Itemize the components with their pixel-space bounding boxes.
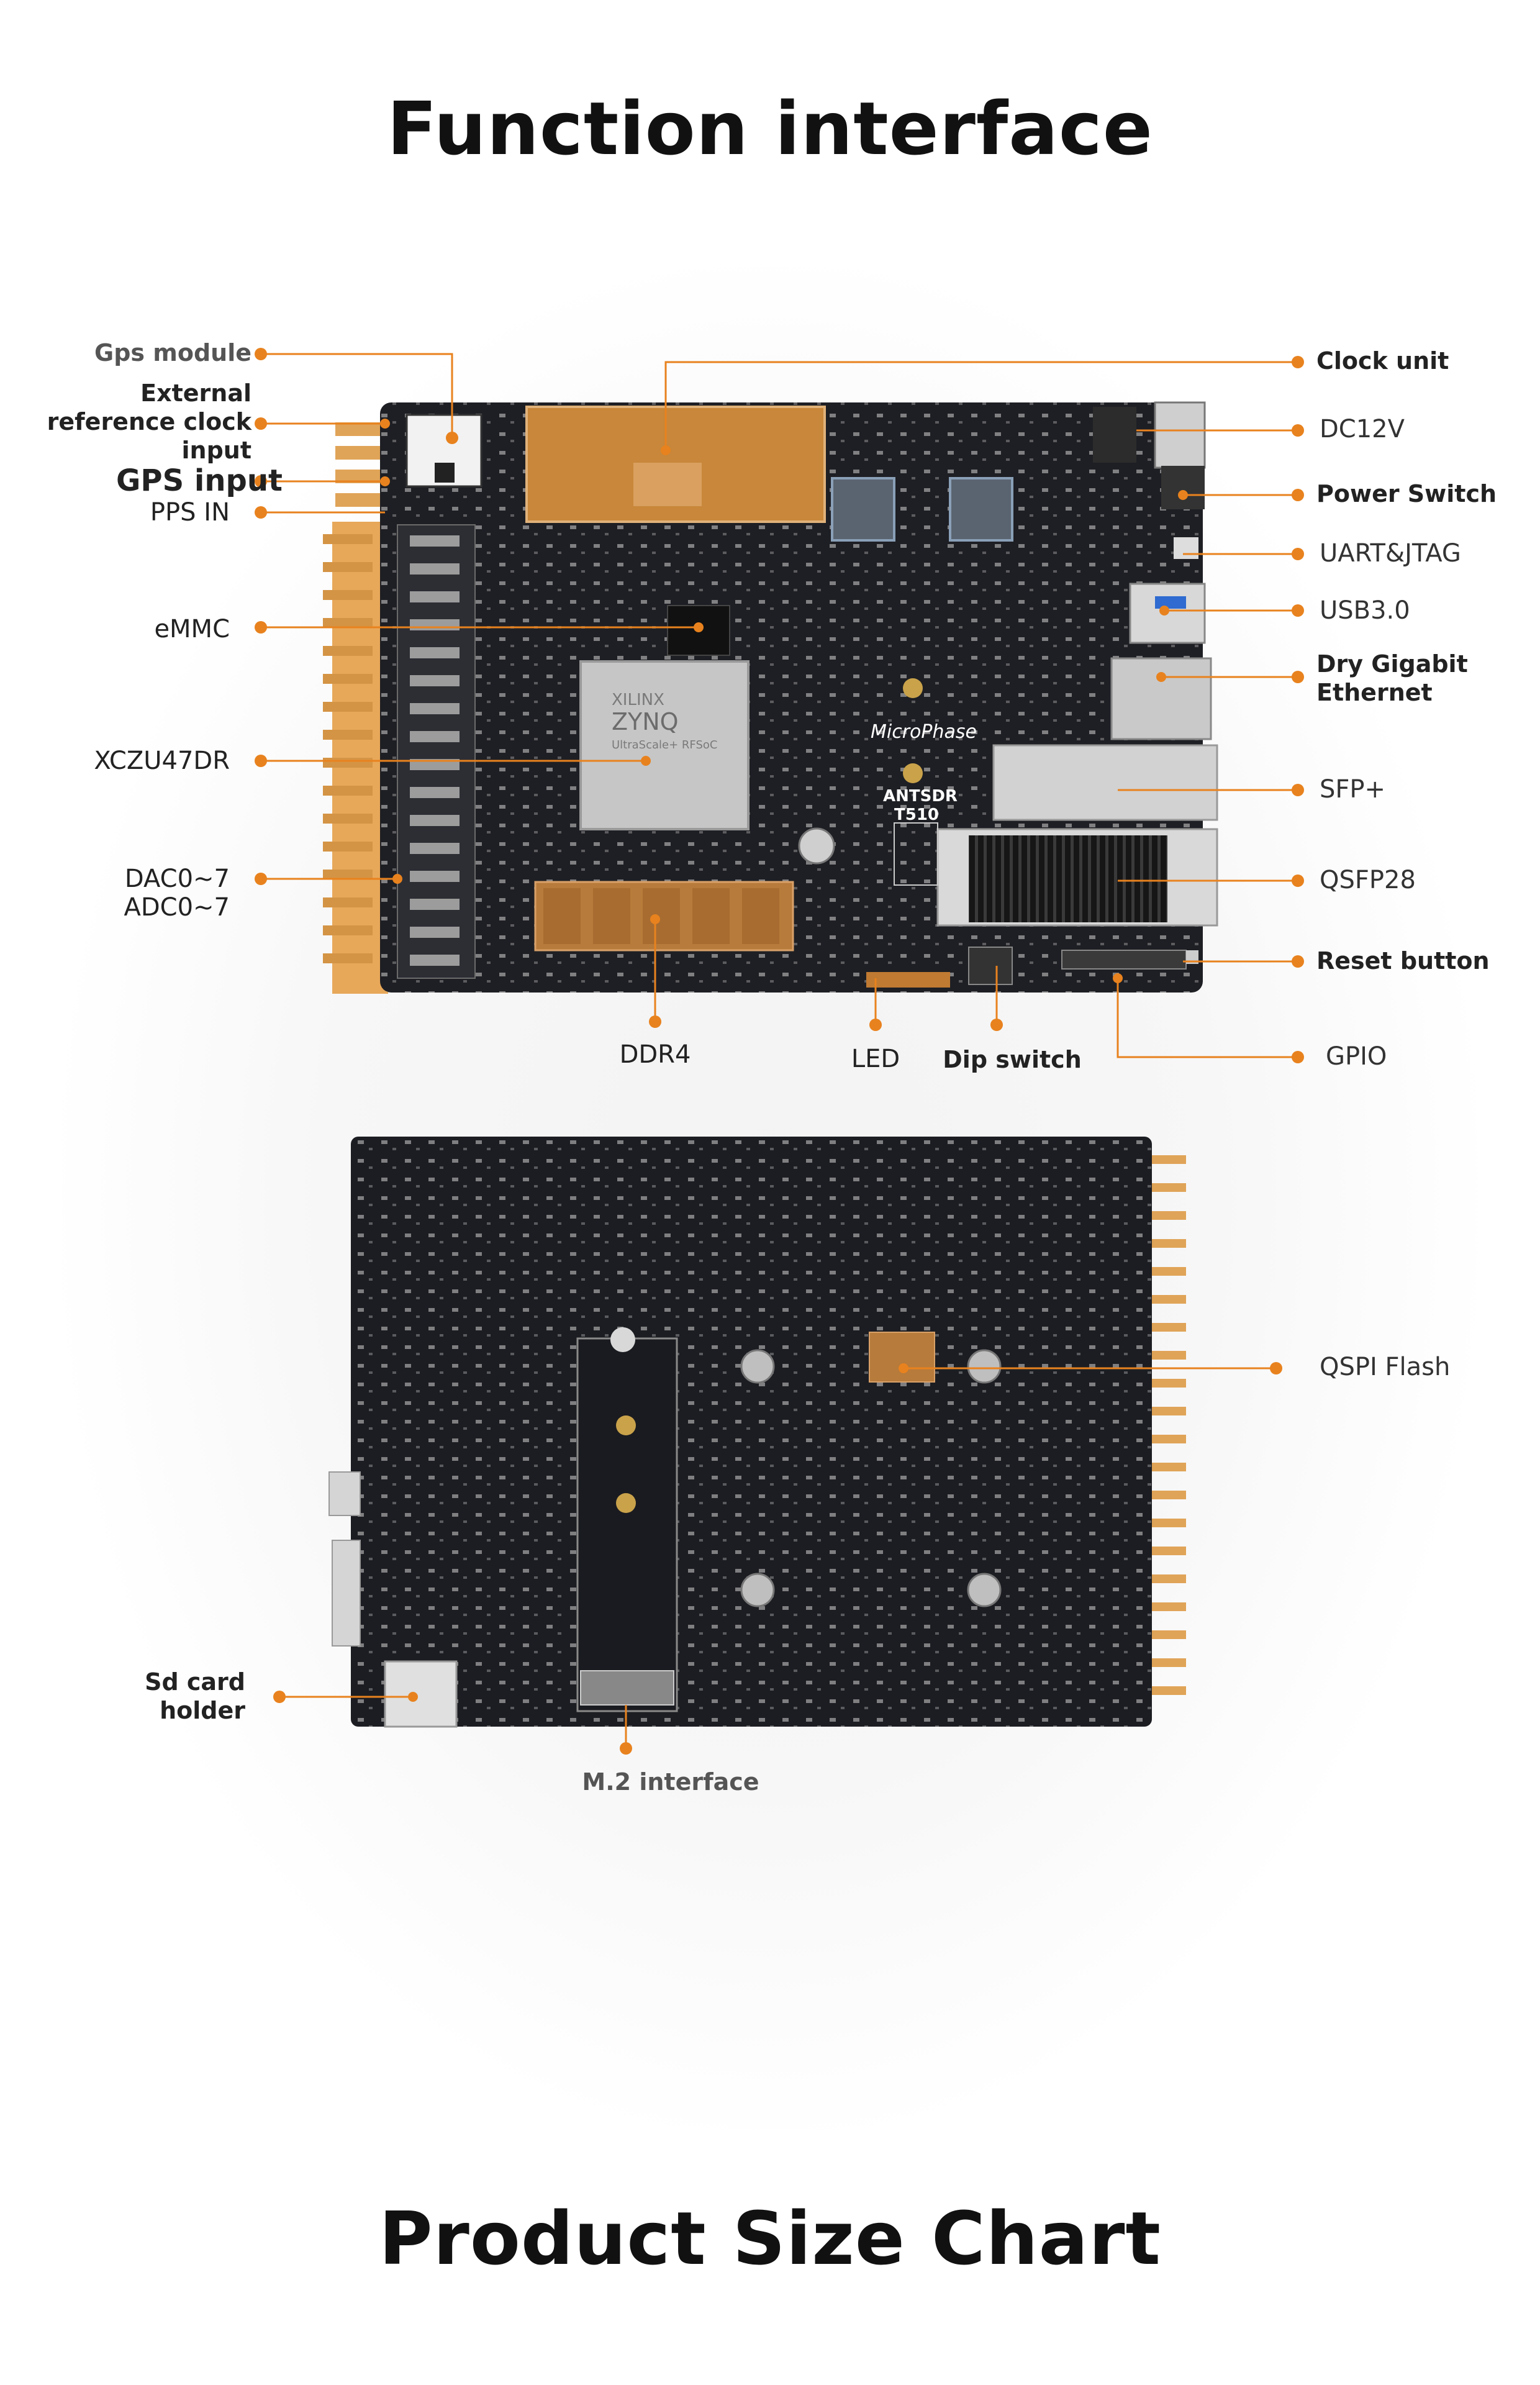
label-clock-unit: Clock unit bbox=[1316, 347, 1449, 375]
model-text: ANTSDR bbox=[883, 787, 958, 806]
fpga-family-text: ZYNQ bbox=[612, 708, 679, 735]
label-dip-switch: Dip switch bbox=[943, 1046, 1082, 1073]
sd-card-holder bbox=[384, 1660, 458, 1728]
m2-connector bbox=[580, 1670, 674, 1706]
label-emmc: eMMC bbox=[154, 615, 230, 643]
page-title: Function interface bbox=[387, 86, 1153, 171]
label-dc12v: DC12V bbox=[1320, 415, 1405, 443]
label-m2-interface: M.2 interface bbox=[582, 1768, 759, 1796]
fpga-vendor-text: XILINX bbox=[612, 691, 664, 709]
qspi-flash-chip bbox=[869, 1332, 935, 1383]
dip-switch bbox=[968, 947, 1013, 985]
ethernet-port bbox=[1110, 657, 1212, 740]
label-uart-jtag: UART&JTAG bbox=[1320, 539, 1461, 568]
label-power-switch: Power Switch bbox=[1316, 480, 1497, 507]
label-reset-button: Reset button bbox=[1316, 947, 1490, 974]
label-sd-card-holder: Sd card holder bbox=[145, 1668, 245, 1724]
label-gps-module: Gps module bbox=[94, 339, 251, 366]
label-led: LED bbox=[851, 1045, 900, 1073]
label-external-reference-clock: External reference clock input bbox=[47, 379, 251, 464]
label-dry-gigabit-ethernet: Dry Gigabit Ethernet bbox=[1316, 650, 1468, 706]
top-board: XILINX ZYNQ UltraScale+ RFSoC MicroPhase… bbox=[323, 401, 1218, 994]
label-usb3: USB3.0 bbox=[1320, 596, 1410, 625]
label-gps-input: GPS input bbox=[116, 463, 283, 498]
label-pps-in: PPS IN bbox=[150, 498, 230, 527]
bottom-board bbox=[328, 1137, 1186, 1728]
label-qspi-flash: QSPI Flash bbox=[1320, 1353, 1451, 1381]
model-sub-text: T510 bbox=[894, 806, 939, 824]
label-sfp-plus: SFP+ bbox=[1320, 775, 1386, 804]
label-ddr4: DDR4 bbox=[619, 1040, 691, 1069]
led-row bbox=[866, 972, 950, 988]
fpga-line-text: UltraScale+ RFSoC bbox=[612, 738, 717, 752]
label-dac-adc: DAC0~7 ADC0~7 bbox=[124, 865, 230, 922]
callout-dots bbox=[255, 348, 1304, 1755]
fpga-chip bbox=[579, 660, 750, 830]
callout-lines bbox=[261, 353, 1298, 1748]
sma-top-left bbox=[335, 422, 385, 507]
sma-connectors bbox=[323, 534, 373, 963]
label-qsfp28: QSFP28 bbox=[1320, 866, 1416, 894]
label-xczu47dr: XCZU47DR bbox=[94, 747, 230, 775]
m2-slot bbox=[576, 1337, 678, 1712]
gpio-header bbox=[1061, 950, 1187, 970]
section-title-product-size: Product Size Chart bbox=[379, 2196, 1161, 2281]
sfp-cage bbox=[992, 744, 1218, 821]
brand-text: MicroPhase bbox=[871, 721, 977, 743]
label-gpio: GPIO bbox=[1326, 1042, 1387, 1071]
